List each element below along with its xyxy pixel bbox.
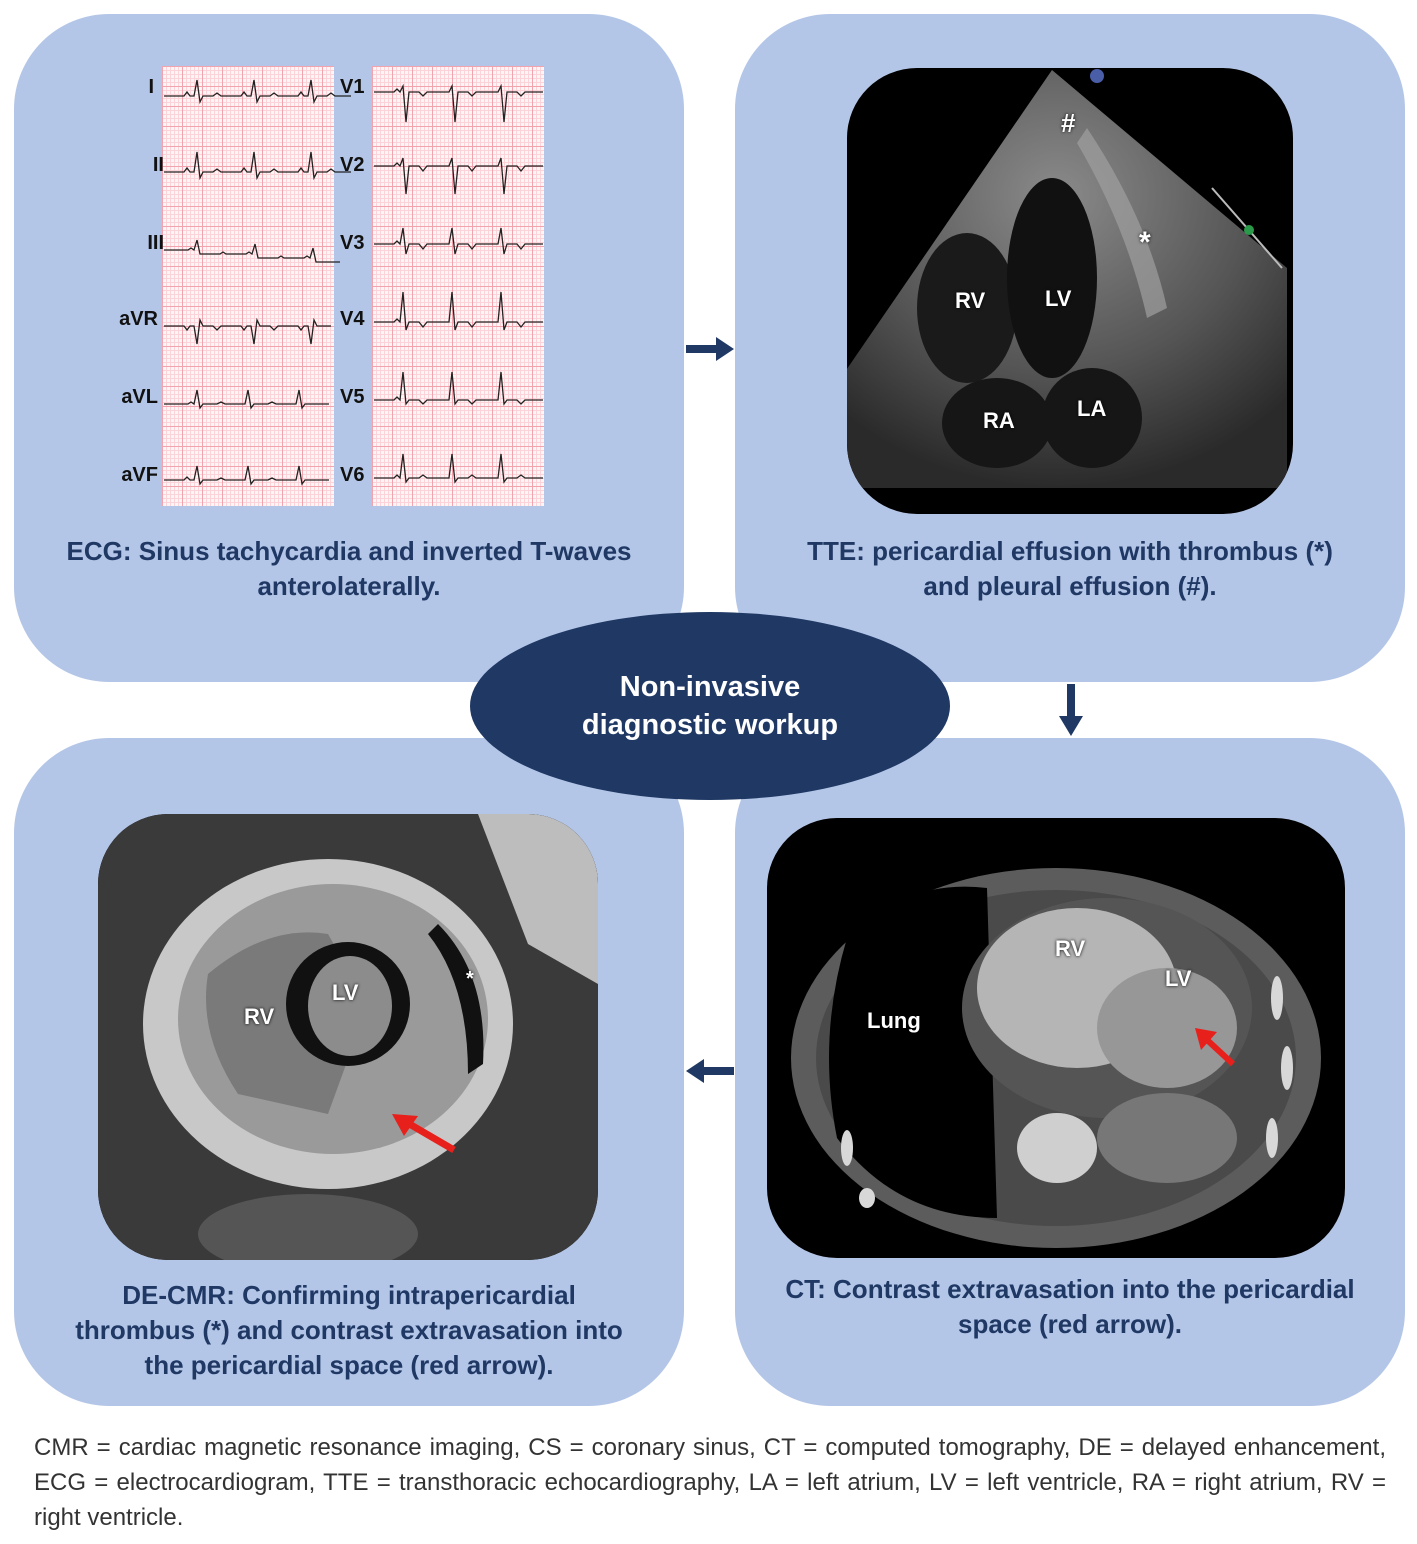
arrow-right-icon <box>686 337 734 361</box>
red-arrow-icon <box>392 1114 456 1154</box>
lead-label-aVL: aVL <box>121 386 158 408</box>
center-title-ellipse: Non-invasive diagnostic workup <box>470 612 950 800</box>
ct-panel: RV LV Lung CT: Contrast extravasation in… <box>735 738 1405 1406</box>
ct-lung-label: Lung <box>867 1008 921 1033</box>
arrow-left-icon <box>686 1059 734 1083</box>
lead-label-V6: V6 <box>340 464 365 486</box>
lead-label-aVF: aVF <box>121 464 158 486</box>
cmr-caption: DE-CMR: Confirming intrapericardial thro… <box>75 1280 623 1380</box>
ct-scan-image: RV LV Lung <box>767 818 1345 1258</box>
ecg-traces <box>164 79 543 486</box>
tte-lv-label: LV <box>1045 286 1072 311</box>
lead-label-II: II <box>152 154 164 176</box>
cmr-panel: RV LV * DE-CMR: Confirming intrapericard… <box>14 738 684 1406</box>
thrombus-marker: * <box>1139 226 1151 259</box>
tte-ra-label: RA <box>983 408 1015 433</box>
lead-label-aVR: aVR <box>119 308 158 330</box>
ecg-panel: I II III aVR aVL aVF V1 V2 V3 V4 V5 V6 E… <box>14 14 684 682</box>
cmr-mri-image: RV LV * <box>98 814 598 1260</box>
tte-rv-label: RV <box>955 288 986 313</box>
cmr-lv-label: LV <box>332 980 359 1005</box>
mri-slice <box>98 814 598 1260</box>
lead-label-V1: V1 <box>340 76 365 98</box>
ecg-grid-limb-leads <box>162 66 334 506</box>
red-arrow-icon <box>1195 1028 1236 1067</box>
ct-slice <box>791 868 1321 1248</box>
lead-label-III: III <box>147 232 164 254</box>
tte-panel: # * RV LV RA LA TTE: pericardial effusio… <box>735 14 1405 682</box>
cmr-thrombus-marker: * <box>466 968 474 990</box>
lead-label-I: I <box>148 76 154 98</box>
echo-sector <box>847 69 1287 488</box>
tte-echo-image: # * RV LV RA LA <box>847 68 1293 514</box>
ct-lv-label: LV <box>1165 966 1192 991</box>
lead-label-V4: V4 <box>340 308 365 330</box>
cmr-rv-label: RV <box>244 1004 275 1029</box>
abbreviations-footnote: CMR = cardiac magnetic resonance imaging… <box>34 1434 1386 1531</box>
lead-label-V2: V2 <box>340 154 365 176</box>
ecg-caption: ECG: Sinus tachycardia and inverted T-wa… <box>66 536 632 601</box>
center-title: Non-invasive diagnostic workup <box>581 671 839 741</box>
tte-caption: TTE: pericardial effusion with thrombus … <box>807 536 1333 601</box>
tte-la-label: LA <box>1077 396 1107 421</box>
ct-caption: CT: Contrast extravasation into the peri… <box>785 1274 1355 1339</box>
pleural-effusion-marker: # <box>1061 108 1076 138</box>
lead-label-V5: V5 <box>340 386 365 408</box>
ct-rv-label: RV <box>1055 936 1086 961</box>
arrow-down-icon <box>1059 684 1083 736</box>
lead-label-V3: V3 <box>340 232 365 254</box>
ecg-grid-precordial-leads <box>372 66 544 506</box>
